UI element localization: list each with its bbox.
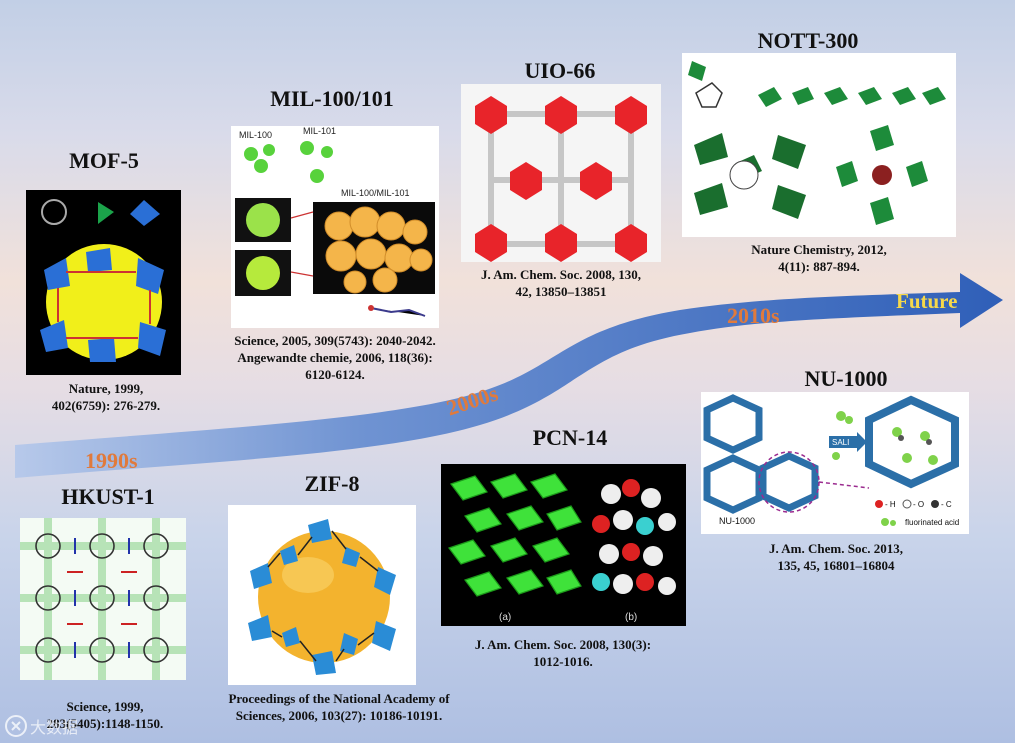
future-label: Future [896, 289, 957, 314]
pcn14-image: (a) (b) [441, 464, 686, 626]
nu1000-ref: J. Am. Chem. Soc. 2013, 135, 45, 16801–1… [716, 540, 956, 574]
mil-title: MIL-100/101 [232, 86, 432, 112]
nott300-title: NOTT-300 [728, 28, 888, 54]
legend-h: - H [885, 500, 896, 509]
nott300-ref: Nature Chemistry, 2012, 4(11): 887-894. [706, 241, 932, 275]
pcn14-ref: J. Am. Chem. Soc. 2008, 130(3): 1012-101… [434, 636, 692, 670]
mil-101-label: MIL-101 [303, 126, 336, 136]
uio66-title: UIO-66 [480, 58, 640, 84]
hkust1-image [20, 518, 186, 680]
zif8-title: ZIF-8 [252, 471, 412, 497]
era-2010s: 2010s [727, 303, 780, 329]
legend-c: - C [941, 500, 952, 509]
uio66-ref: J. Am. Chem. Soc. 2008, 130, 42, 13850–1… [454, 266, 668, 300]
zif8-ref: Proceedings of the National Academy of S… [198, 690, 480, 724]
mil-image: MIL-100 MIL-101 MIL-100/MIL-101 [231, 126, 439, 328]
uio66-image [461, 84, 661, 262]
nu1000-title: NU-1000 [766, 366, 926, 392]
mil-100-101-label: MIL-100/MIL-101 [341, 188, 410, 198]
mof5-ref: Nature, 1999, 402(6759): 276-279. [26, 380, 186, 414]
nott300-image [682, 53, 956, 237]
pcn14-label-b: (b) [625, 612, 637, 623]
nu1000-image: NU-1000 SALI - H - O - C fluorinated aci… [701, 392, 969, 534]
fluorinated-label: fluorinated acid [905, 518, 959, 527]
nu1000-label: NU-1000 [719, 516, 755, 526]
mil-ref: Science, 2005, 309(5743): 2040-2042. Ang… [212, 332, 458, 383]
pcn14-title: PCN-14 [490, 425, 650, 451]
pcn14-label-a: (a) [499, 612, 511, 623]
zif8-image [228, 505, 416, 685]
mof5-image [26, 190, 181, 375]
mil-100-label: MIL-100 [239, 130, 272, 140]
sali-label: SALI [832, 438, 849, 447]
era-1990s: 1990s [85, 448, 138, 474]
legend-o: - O [913, 500, 924, 509]
mof5-small-clusters [42, 200, 160, 226]
mof5-title: MOF-5 [24, 148, 184, 174]
watermark-text: 大数据 [30, 714, 78, 738]
hkust1-title: HKUST-1 [28, 484, 188, 510]
